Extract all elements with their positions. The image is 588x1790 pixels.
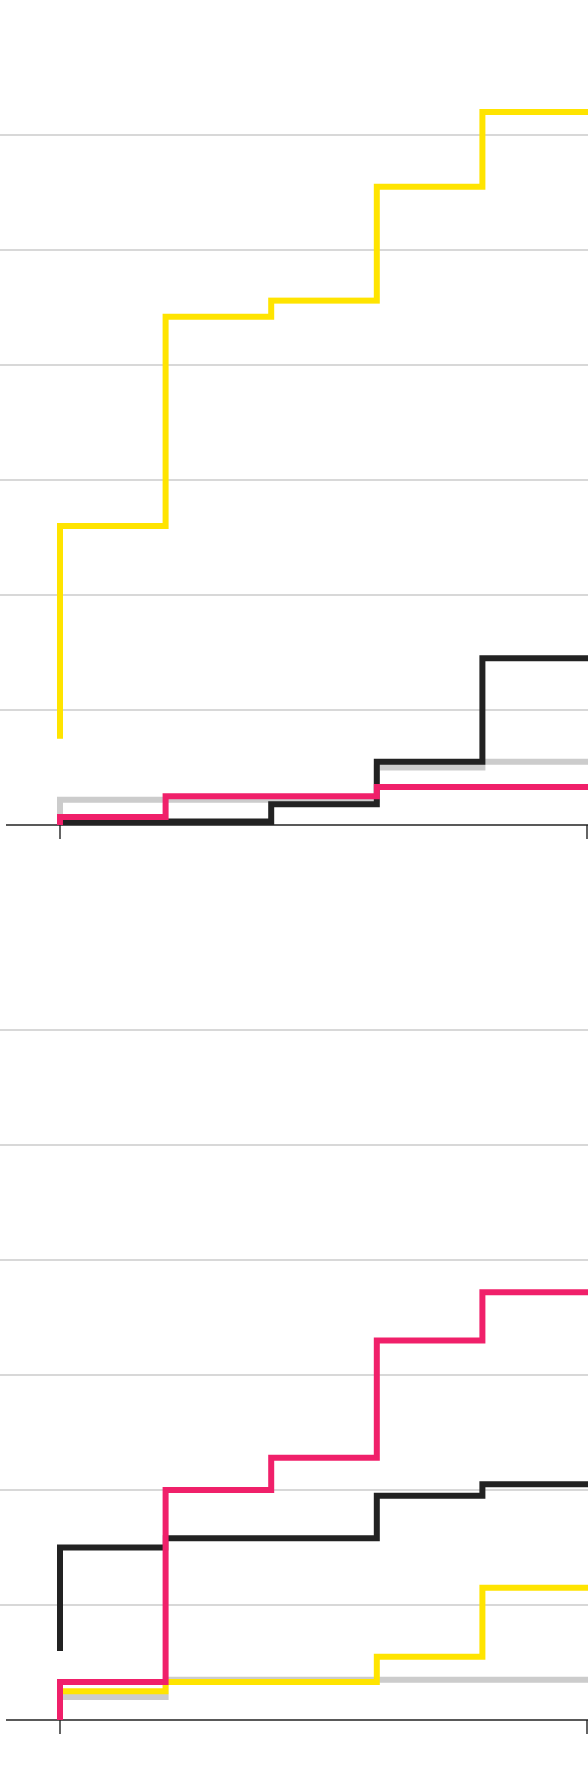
series-line-2 xyxy=(57,784,588,825)
chart-bottom xyxy=(0,1029,588,1734)
series-line-1 xyxy=(57,1584,588,1720)
series-line-3 xyxy=(57,1289,588,1720)
series-line-0 xyxy=(57,1676,588,1718)
chart-top xyxy=(0,109,588,839)
series-line-1 xyxy=(57,655,588,825)
series-line-3 xyxy=(57,109,588,739)
series-line-2 xyxy=(57,1481,588,1651)
